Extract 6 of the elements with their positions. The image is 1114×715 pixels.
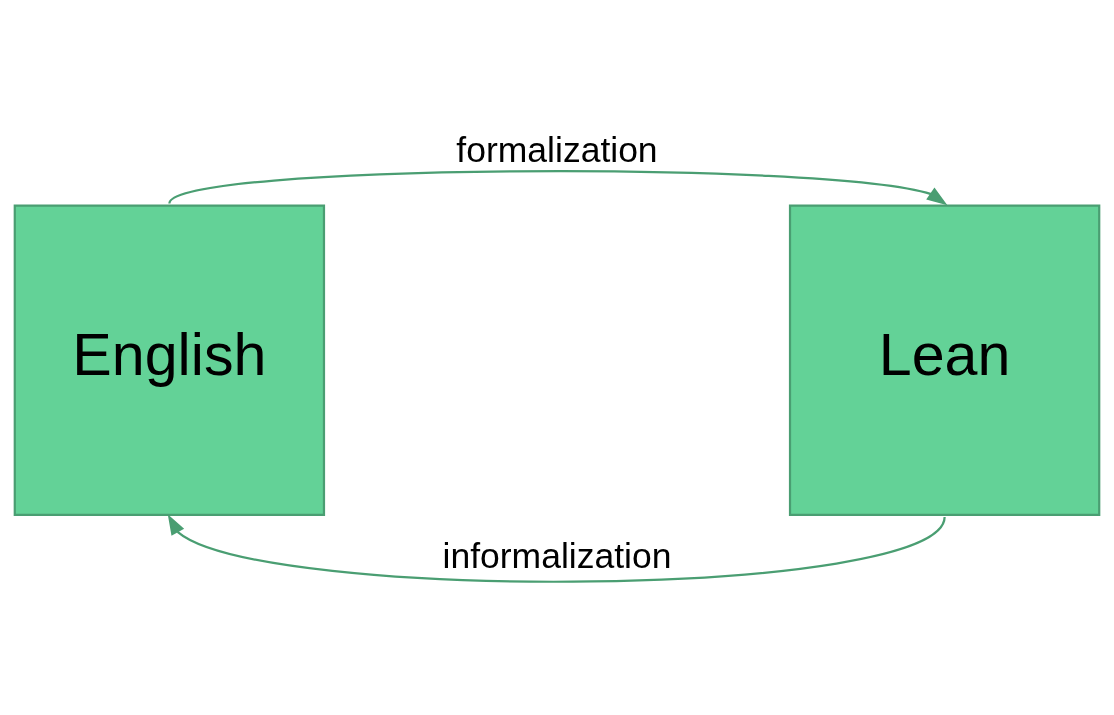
node-box: Lean: [788, 204, 1101, 516]
node-box: English: [13, 204, 326, 516]
arrow: [168, 169, 948, 205]
arrow: [167, 513, 946, 583]
edge-label: formalization: [456, 129, 658, 170]
edge-label: informalization: [442, 535, 672, 576]
